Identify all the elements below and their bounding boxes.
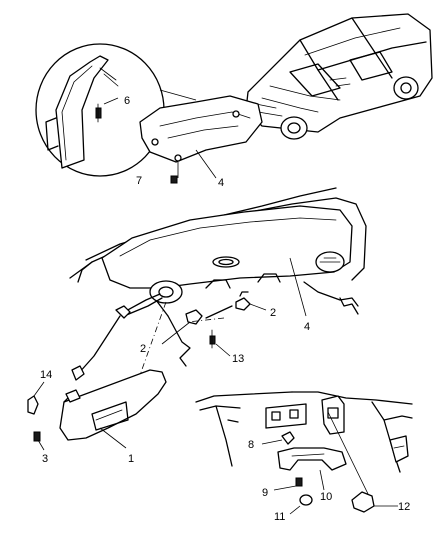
callout-11: 11 (274, 511, 285, 523)
callout-3: 3 (42, 453, 48, 465)
callout-1: 1 (128, 453, 134, 465)
roof-headliner-large (69, 187, 367, 367)
callout-10: 10 (320, 491, 332, 503)
sun-visor (27, 369, 167, 451)
callout-13: 13 (232, 353, 244, 365)
vehicle-illustration (245, 13, 433, 140)
callout-8: 8 (248, 439, 254, 451)
callout-2-right: 2 (270, 307, 276, 319)
detail-circle-pillar (35, 43, 197, 177)
callout-6: 6 (124, 95, 130, 107)
callout-4-upper: 4 (218, 177, 224, 189)
headliner-panel-upper (139, 95, 263, 184)
callout-14: 14 (40, 369, 52, 381)
callout-2-left: 2 (140, 343, 146, 355)
callout-12: 12 (398, 501, 410, 513)
grab-handle-detail (195, 391, 413, 515)
callout-7: 7 (136, 175, 142, 187)
callout-4-lower: 4 (304, 321, 310, 333)
callout-9: 9 (262, 487, 268, 499)
